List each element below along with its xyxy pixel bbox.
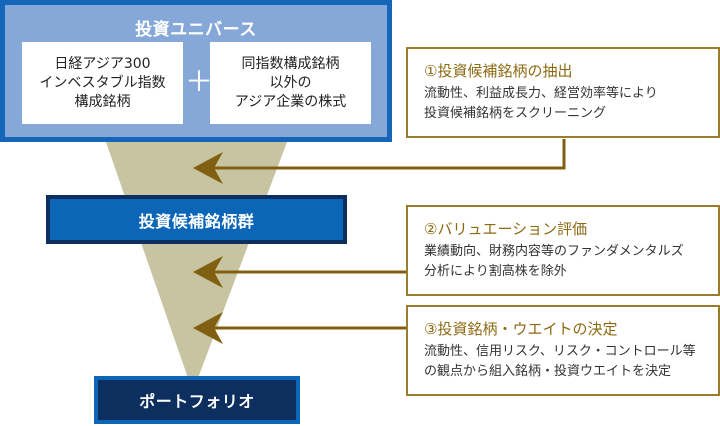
step-2-desc-line: 分析により割高株を除外 xyxy=(424,264,567,279)
step-2-box: ②バリュエーション評価 業績動向、財務内容等のファンダメンタルズ 分析により割高… xyxy=(406,205,720,296)
other-stocks-line: 以外の xyxy=(269,74,312,91)
arrowhead-1 xyxy=(193,152,223,184)
plus-icon: ＋ xyxy=(185,65,214,98)
candidate-stocks-box: 投資候補銘柄群 xyxy=(46,195,347,244)
step-3-desc-line: の観点から組入銘柄・投資ウエイトを決定 xyxy=(424,364,672,379)
step-1-box: ①投資候補銘柄の抽出 流動性、利益成長力、経営効率等により 投資候補銘柄をスクリ… xyxy=(406,47,720,138)
other-stocks-line: アジア企業の株式 xyxy=(234,93,347,110)
step-3-box: ③投資銘柄・ウエイトの決定 流動性、信用リスク、リスク・コントロール等 の観点か… xyxy=(406,305,720,396)
index-line: 日経アジア300 xyxy=(54,55,151,72)
step-2-desc-line: 業績動向、財務内容等のファンダメンタルズ xyxy=(424,244,684,259)
connector-line-1 xyxy=(205,139,566,170)
step-3-desc-line: 流動性、信用リスク、リスク・コントロール等 xyxy=(424,344,696,359)
step-1-desc-line: 投資候補銘柄をスクリーニング xyxy=(424,106,607,121)
arrowhead-2 xyxy=(193,256,223,288)
index-line: 構成銘柄 xyxy=(74,93,131,110)
step-1-title: ①投資候補銘柄の抽出 xyxy=(424,62,573,80)
other-asian-stocks-box: 同指数構成銘柄 以外の アジア企業の株式 xyxy=(210,42,371,124)
funnel-shape xyxy=(106,142,287,378)
candidate-stocks-label: 投資候補銘柄群 xyxy=(138,211,255,231)
investment-universe-box: 投資ユニバース 日経アジア300 インベスタブル指数 構成銘柄 ＋ 同指数構成銘… xyxy=(0,0,392,142)
index-line: インベスタブル指数 xyxy=(39,74,166,91)
index-constituents-box: 日経アジア300 インベスタブル指数 構成銘柄 xyxy=(22,42,183,124)
universe-title: 投資ユニバース xyxy=(135,20,257,40)
step-2-title: ②バリュエーション評価 xyxy=(424,220,588,238)
arrowhead-3 xyxy=(193,312,223,344)
step-3-title: ③投資銘柄・ウエイトの決定 xyxy=(424,320,618,338)
step-1-desc-line: 流動性、利益成長力、経営効率等により xyxy=(424,86,658,101)
portfolio-box: ポートフォリオ xyxy=(94,376,300,424)
other-stocks-line: 同指数構成銘柄 xyxy=(241,55,340,72)
portfolio-label: ポートフォリオ xyxy=(139,392,255,411)
